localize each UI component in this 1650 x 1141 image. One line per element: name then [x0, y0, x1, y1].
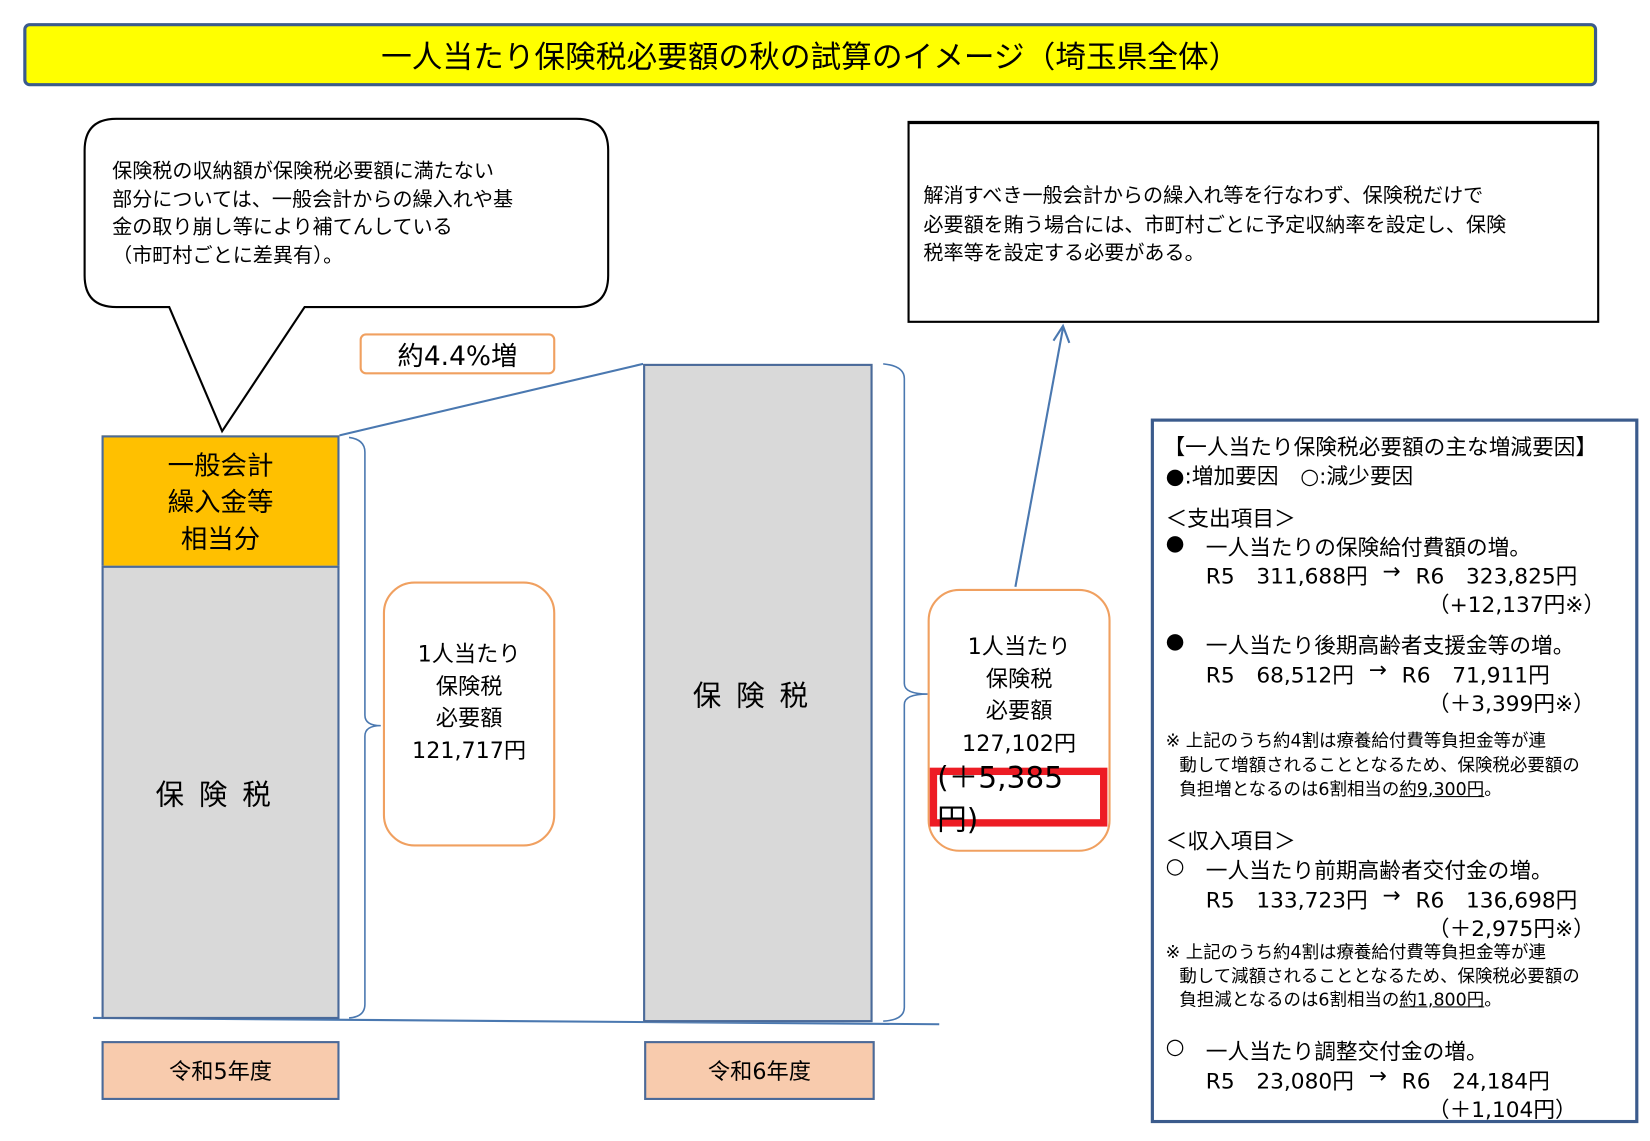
r5-amount-line: 1人当たり [417, 641, 521, 667]
r5-amount-value: 121,717円 [412, 737, 527, 763]
r6-tax-label: 保険税 [692, 679, 823, 713]
factor-diff: （+12,137円※） [1427, 592, 1606, 618]
transfer-line: 繰入金等 [167, 486, 274, 517]
r5-amount-line: 必要額 [435, 705, 503, 731]
factor-values-row: R5 133,723円 → R6 136,698円 [1206, 882, 1578, 914]
arrow-icon: → [1382, 882, 1401, 908]
title-banner: 一人当たり保険税必要額の秋の試算のイメージ（埼玉県全体） [23, 23, 1598, 87]
factor-diff: （＋2,975円※） [1427, 915, 1595, 942]
expense-note-line: ※ 上記のうち約4割は療養給付費等負担金等が連 [1165, 730, 1546, 751]
note-line: 必要額を賄う場合には、市町村ごとに予定収納率を設定し、保険 [923, 212, 1507, 237]
growth-line [339, 362, 644, 437]
factor-r6: R6 323,825円 [1415, 563, 1578, 589]
note-end: 。 [1484, 779, 1502, 800]
expense-note-line: 動して増額されることとなるため、保険税必要額の [1179, 755, 1580, 776]
factors-heading: 【一人当たり保険税必要額の主な増減要因】 [1163, 434, 1598, 460]
factor-diff: （＋1,104円） [1427, 1096, 1577, 1123]
r5-tax-segment: 保険税 [101, 565, 340, 1020]
r6-amount-line: 1人当たり [967, 634, 1071, 660]
factor-title: 一人当たり前期高齢者交付金の増。 [1205, 858, 1553, 884]
factor-r6: R6 136,698円 [1415, 887, 1578, 913]
r6-amount-line: 保険税 [985, 666, 1053, 692]
factor-r5: R5 68,512円 [1205, 662, 1354, 688]
r6-brace [883, 363, 928, 1022]
note-text: 負担減となるのは6割相当の [1179, 989, 1400, 1010]
factor-r5: R5 133,723円 [1205, 887, 1368, 913]
r6-tax-segment: 保険税 [643, 363, 873, 1023]
increase-bullet-icon: ● [1165, 530, 1185, 556]
transfer-line: 相当分 [180, 523, 261, 554]
factor-title: 一人当たり後期高齢者支援金等の増。 [1205, 633, 1575, 659]
arrow-icon: → [1368, 1063, 1387, 1089]
factor-r5: R5 23,080円 [1205, 1068, 1354, 1094]
arrow-head-icon [1052, 323, 1071, 344]
expense-note-amount: 約9,300円 [1399, 779, 1485, 800]
factor-values-row: R5 311,688円 → R6 323,825円 [1206, 558, 1578, 590]
income-heading: ＜収入項目＞ [1165, 828, 1296, 854]
factor-title: 一人当たりの保険給付費額の増。 [1205, 535, 1532, 561]
r6-amount-line: 必要額 [985, 698, 1053, 724]
r5-tax-label: 保険税 [155, 779, 286, 812]
note-text: 解消すべき一般会計からの繰入れ等を行なわず、保険税だけで 必要額を賄う場合には、… [923, 182, 1506, 269]
year-label-r5: 令和5年度 [101, 1041, 340, 1100]
factors-legend: ●:増加要因 ○:減少要因 [1165, 463, 1414, 489]
page-title: 一人当たり保険税必要額の秋の試算のイメージ（埼玉県全体） [381, 38, 1240, 75]
note-line: 税率等を設定する必要がある。 [923, 241, 1205, 266]
factors-panel [1150, 418, 1639, 1124]
increase-label: 約4.4%増 [359, 333, 556, 375]
r6-diff: (＋5,385円) [937, 760, 1064, 838]
note-text: 負担増となるのは6割相当の [1179, 779, 1400, 800]
r5-transfer-segment: 一般会計 繰入金等 相当分 [101, 435, 340, 568]
arrow-icon: → [1382, 558, 1401, 584]
speech-bubble-shape [83, 117, 610, 434]
factor-diff: （＋3,399円※） [1427, 690, 1595, 717]
factor-r6: R6 24,184円 [1401, 1068, 1550, 1094]
decrease-bullet-icon: ○ [1165, 852, 1185, 879]
r5-amount-box: 1人当たり 保険税 必要額 121,717円 [382, 581, 556, 847]
factor-values-row: R5 23,080円 → R6 24,184円 [1206, 1063, 1550, 1095]
note-line: 解消すべき一般会計からの繰入れ等を行なわず、保険税だけで [923, 184, 1484, 208]
income-note-line: 動して減額されることとなるため、保険税必要額の [1179, 966, 1580, 987]
income-note-line: ※ 上記のうち約4割は療養給付費等負担金等が連 [1165, 942, 1546, 963]
factor-title: 一人当たり調整交付金の増。 [1205, 1038, 1488, 1065]
note-end: 。 [1484, 989, 1502, 1010]
increase-bullet-icon: ● [1165, 627, 1185, 654]
income-note-line: 負担減となるのは6割相当の約1,800円。 [1179, 985, 1501, 1010]
r6-amount-value: 127,102円 [962, 730, 1077, 756]
factor-values-row: R5 68,512円 → R6 71,911円 [1206, 657, 1550, 689]
bubble-line: （市町村ごとに差異有）。 [112, 243, 344, 267]
r5-brace [348, 436, 381, 1019]
transfer-line: 一般会計 [167, 449, 274, 481]
factor-r5: R5 311,688円 [1205, 563, 1368, 589]
r6-diff-highlight: (＋5,385円) [929, 760, 1108, 837]
bubble-line: 金の取り崩し等により補てんしている [112, 215, 453, 239]
expense-note-line: 負担増となるのは6割相当の約9,300円。 [1179, 775, 1501, 800]
decrease-bullet-icon: ○ [1165, 1033, 1185, 1059]
expense-heading: ＜支出項目＞ [1165, 505, 1296, 532]
bubble-line: 保険税の収納額が保険税必要額に満たない [112, 159, 494, 183]
arrow-icon: → [1368, 657, 1387, 683]
baseline [93, 1016, 940, 1026]
bubble-line: 部分については、一般会計からの繰入れや基 [112, 187, 514, 211]
arrow-line [1014, 327, 1065, 587]
factor-r6: R6 71,911円 [1401, 662, 1550, 688]
r5-amount-line: 保険税 [435, 673, 503, 699]
note-box [907, 120, 1600, 323]
bubble-text: 保険税の収納額が保険税必要額に満たない 部分については、一般会計からの繰入れや基… [112, 158, 513, 269]
income-note-amount: 約1,800円 [1399, 989, 1485, 1010]
year-label-r6: 令和6年度 [644, 1041, 875, 1100]
